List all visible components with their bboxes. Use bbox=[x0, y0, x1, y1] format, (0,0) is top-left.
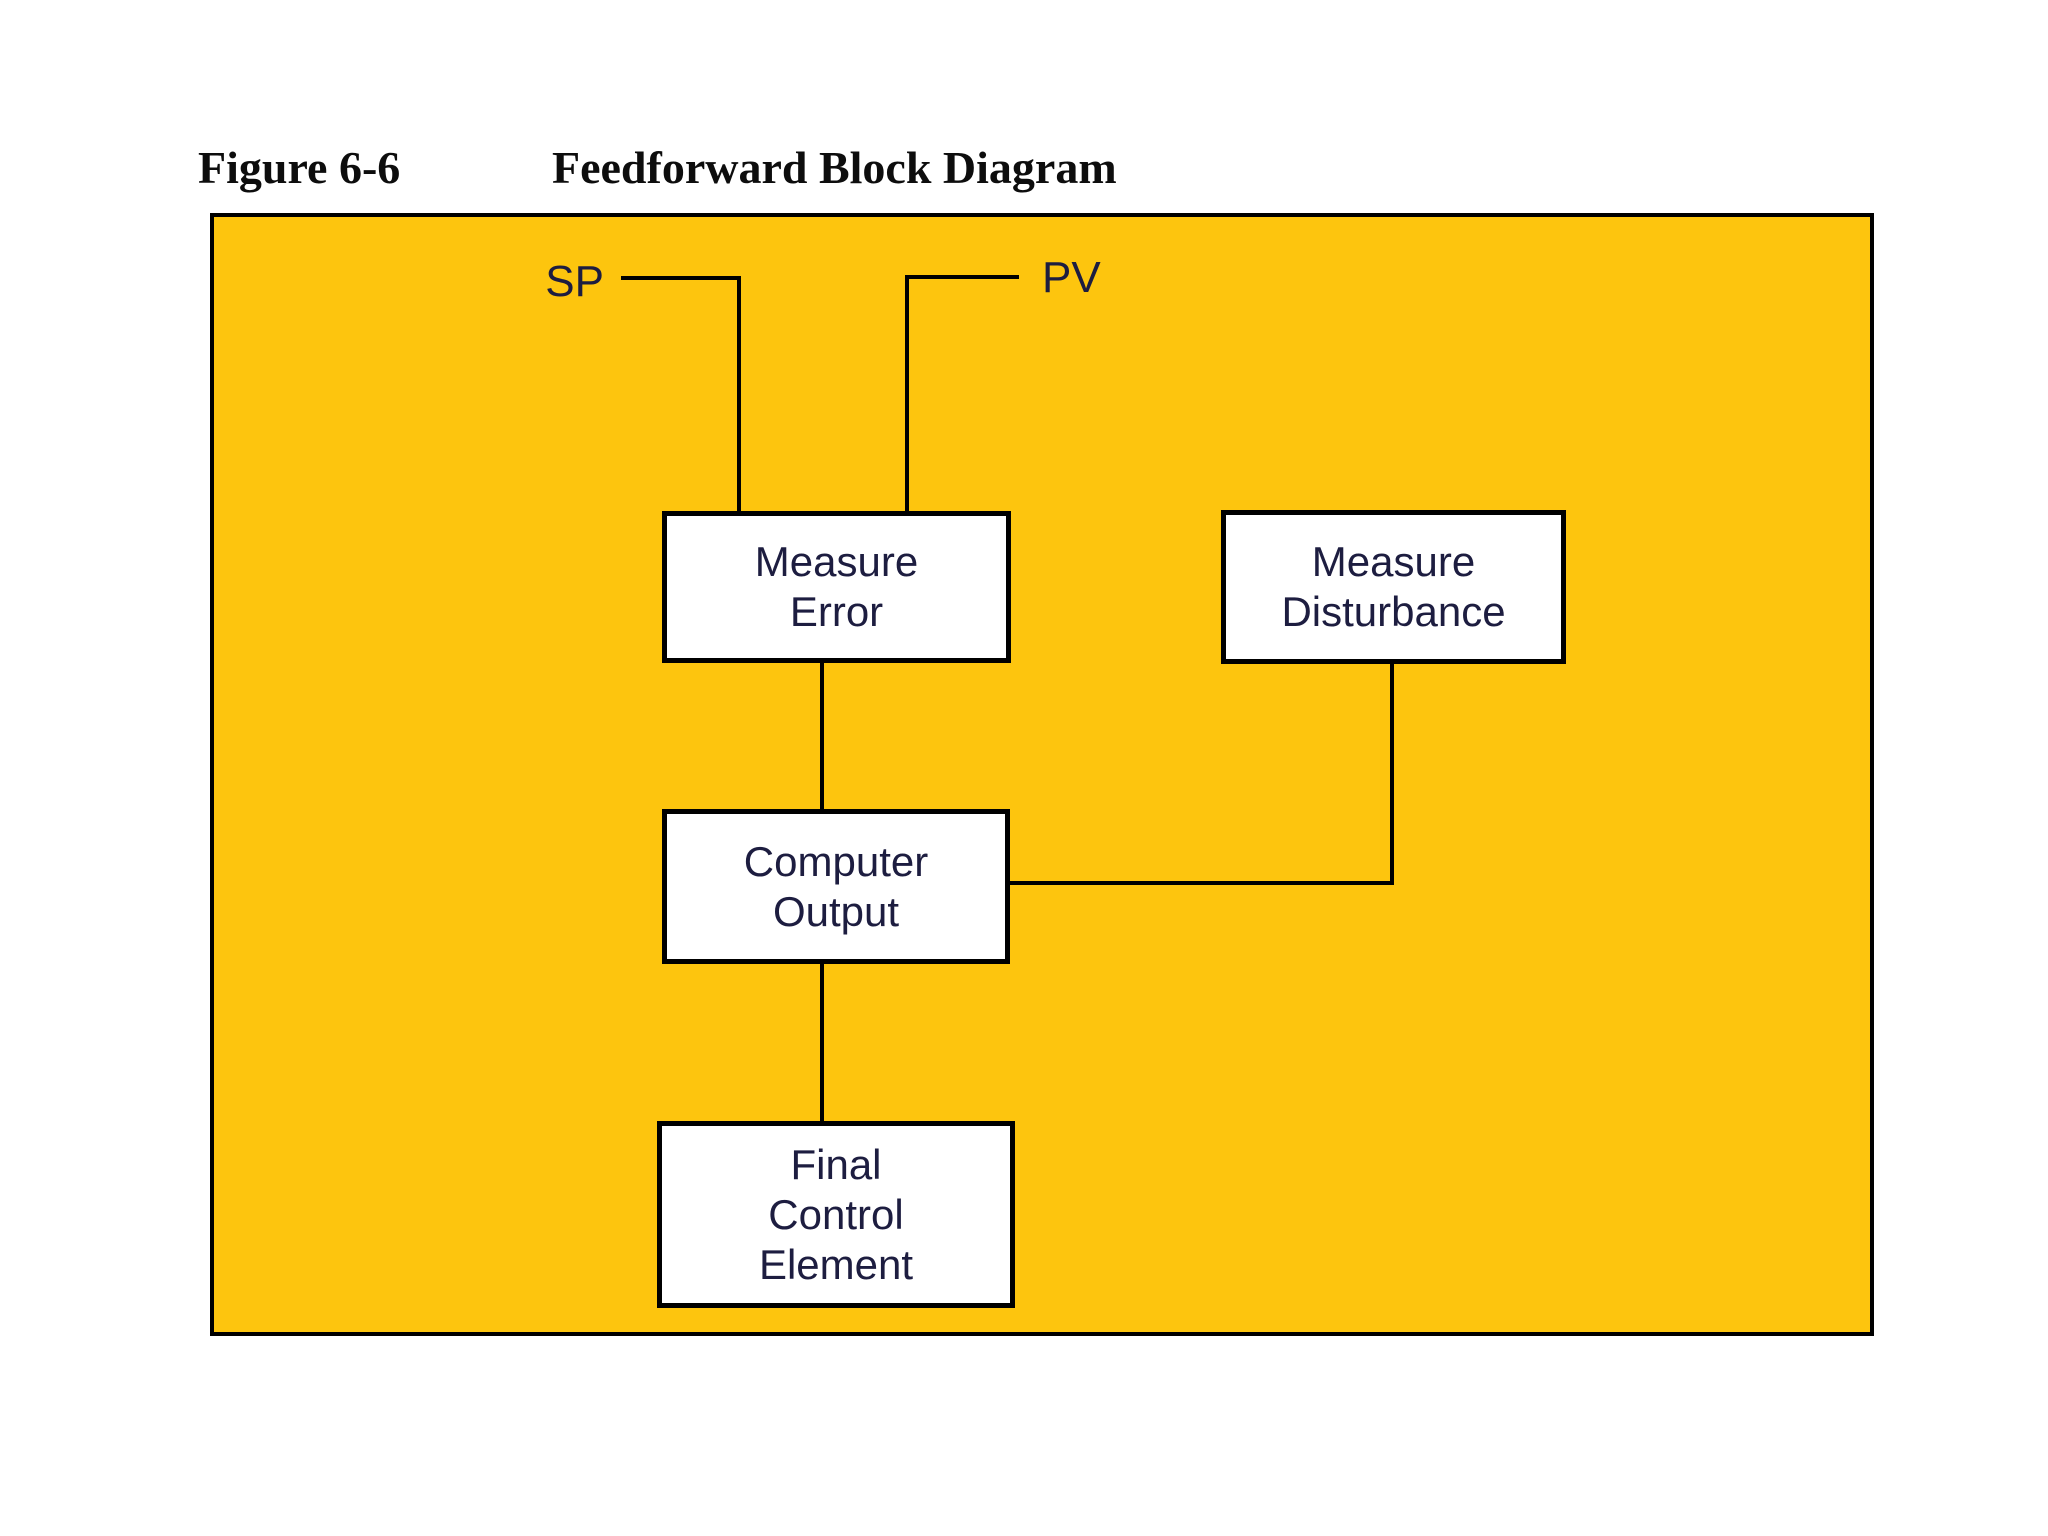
block-measure-error: Measure Error bbox=[662, 511, 1011, 663]
sp-label: SP bbox=[545, 257, 604, 306]
block-measure-disturbance: Measure Disturbance bbox=[1221, 510, 1566, 664]
figure-caption: Figure 6-6 Feedforward Block Diagram bbox=[0, 140, 2048, 200]
connector-sp-horizontal bbox=[621, 276, 741, 280]
block-final-control-element-line2: Control bbox=[768, 1190, 904, 1238]
block-measure-error-line2: Error bbox=[789, 588, 884, 635]
block-final-control-element-line3: Element bbox=[758, 1240, 914, 1288]
block-measure-disturbance-line2: Disturbance bbox=[1281, 588, 1506, 635]
connector-computer-output-to-final-control bbox=[820, 964, 824, 1121]
block-computer-output-line1: Computer bbox=[743, 837, 929, 885]
pv-label: PV bbox=[1042, 253, 1101, 302]
connector-measure-disturbance-vertical bbox=[1390, 664, 1394, 885]
block-measure-error-line1: Measure bbox=[754, 538, 919, 585]
connector-measure-disturbance-to-computer-output bbox=[1010, 881, 1394, 885]
connector-pv-vertical bbox=[905, 275, 909, 511]
diagram-canvas: SP PV Measure Error Measure Disturbance … bbox=[210, 213, 1874, 1336]
figure-title: Feedforward Block Diagram bbox=[552, 142, 1117, 193]
connector-sp-vertical bbox=[737, 276, 741, 511]
block-computer-output: Computer Output bbox=[662, 809, 1010, 964]
block-final-control-element: Final Control Element bbox=[657, 1121, 1015, 1308]
block-measure-disturbance-line1: Measure bbox=[1311, 538, 1476, 585]
block-final-control-element-line1: Final bbox=[790, 1140, 882, 1188]
connector-measure-error-to-computer-output bbox=[820, 663, 824, 809]
block-computer-output-line2: Output bbox=[772, 887, 900, 935]
connector-pv-horizontal bbox=[905, 275, 1019, 279]
figure-label: Figure 6-6 bbox=[198, 142, 401, 193]
